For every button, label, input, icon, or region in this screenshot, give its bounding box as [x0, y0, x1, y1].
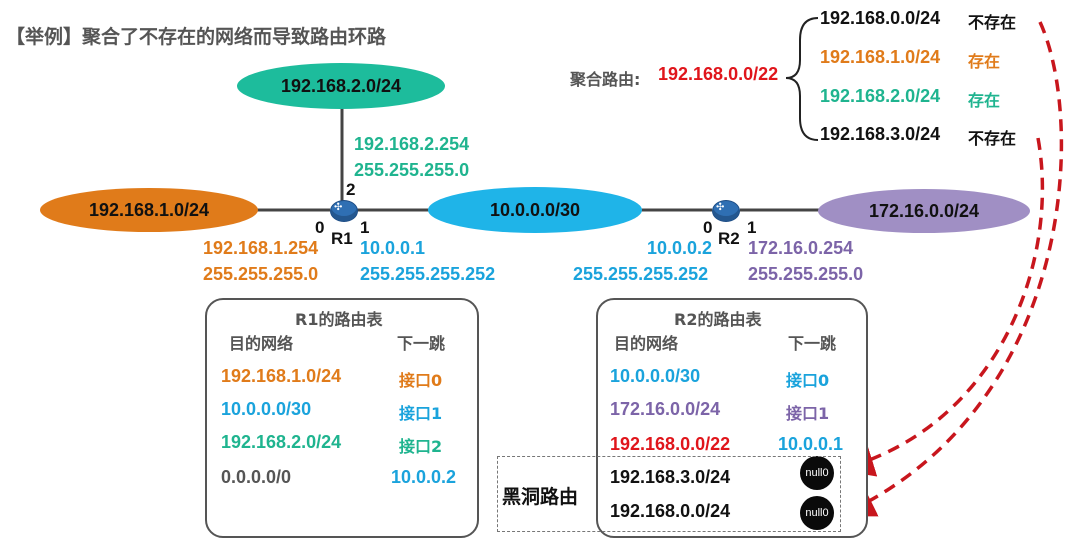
r1-routing-table: R1的路由表 目的网络 下一跳 192.168.1.0/24 接口0 10.0.… [205, 298, 479, 538]
aggregate-member-net: 192.168.1.0/24 [820, 47, 941, 67]
r1-if0-ip: 192.168.1.254 [203, 238, 319, 258]
r1-if2-mask: 255.255.255.0 [354, 160, 470, 180]
r1-col-dest: 目的网络 [229, 334, 294, 353]
aggregate-member-net: 192.168.3.0/24 [820, 124, 941, 144]
r2-if0-ip: 10.0.0.2 [647, 238, 713, 258]
aggregate-brace [785, 17, 819, 141]
router-r2-icon: ✣ [712, 200, 740, 222]
r1-row-dest: 10.0.0.0/30 [221, 399, 312, 419]
r1-table-title: R1的路由表 [295, 310, 383, 329]
r2-port0: 0 [703, 218, 713, 237]
aggregate-member-status: 不存在 [968, 13, 1017, 32]
r2-blackhole-dest: 192.168.3.0/24 [610, 467, 731, 487]
r1-row-next: 接口2 [399, 437, 443, 456]
r1-port1: 1 [360, 218, 370, 237]
blackhole-label: 黑洞路由 [502, 486, 579, 508]
aggregate-member-status: 存在 [968, 52, 1001, 71]
r2-col-dest: 目的网络 [614, 334, 679, 353]
network-right-label: 172.16.0.0/24 [868, 200, 980, 221]
network-top: 192.168.2.0/24 [237, 63, 445, 109]
r1-row-dest: 192.168.2.0/24 [221, 432, 342, 452]
r2-if1-ip: 172.16.0.254 [748, 238, 854, 258]
null0-badge: null0 [800, 456, 834, 490]
arrow-to-blackhole-2 [839, 21, 1064, 517]
aggregate-member-status: 存在 [968, 91, 1001, 110]
r2-row-next: 10.0.0.1 [778, 434, 844, 454]
r1-if1-mask: 255.255.255.252 [360, 264, 496, 284]
network-middle: 10.0.0.0/30 [428, 187, 642, 233]
r2-row-dest: 10.0.0.0/30 [610, 366, 701, 386]
r2-port1: 1 [747, 218, 757, 237]
r2-row-next: 接口1 [786, 404, 830, 423]
r1-col-next: 下一跳 [397, 334, 446, 353]
r2-row-dest: 172.16.0.0/24 [610, 399, 721, 419]
r2-if0-mask: 255.255.255.252 [573, 264, 709, 284]
r1-port0: 0 [315, 218, 325, 237]
aggregate-member-status: 不存在 [968, 129, 1017, 148]
aggregate-label: 聚合路由: [570, 70, 641, 89]
r1-row-dest: 192.168.1.0/24 [221, 366, 342, 386]
r2-col-next: 下一跳 [788, 334, 837, 353]
router-r1-icon: ✣ [330, 200, 358, 222]
r1-name: R1 [331, 229, 353, 248]
aggregate-member-net: 192.168.2.0/24 [820, 86, 941, 106]
r2-name: R2 [718, 229, 740, 248]
r2-row-next: 接口0 [786, 371, 830, 390]
r1-row-next: 接口0 [399, 371, 443, 390]
r2-blackhole-dest: 192.168.0.0/24 [610, 501, 731, 521]
network-middle-label: 10.0.0.0/30 [489, 199, 581, 220]
r2-table-title: R2的路由表 [674, 310, 762, 329]
r1-row-next: 10.0.0.2 [391, 467, 457, 487]
page-title: 【举例】聚合了不存在的网络而导致路由环路 [6, 26, 387, 48]
r1-if2-ip: 192.168.2.254 [354, 134, 470, 154]
r1-port2: 2 [346, 180, 356, 199]
r2-row-dest: 192.168.0.0/22 [610, 434, 731, 454]
r2-if1-mask: 255.255.255.0 [748, 264, 864, 284]
r1-if0-mask: 255.255.255.0 [203, 264, 319, 284]
blackhole-highlight [497, 456, 841, 532]
r1-row-next: 接口1 [399, 404, 443, 423]
network-top-label: 192.168.2.0/24 [280, 75, 402, 96]
arrow-to-blackhole-1 [838, 137, 1045, 477]
aggregate-route: 192.168.0.0/22 [658, 64, 779, 84]
network-left: 192.168.1.0/24 [40, 188, 258, 232]
aggregate-member-net: 192.168.0.0/24 [820, 8, 941, 28]
r1-row-dest: 0.0.0.0/0 [221, 467, 292, 487]
network-left-label: 192.168.1.0/24 [88, 199, 210, 220]
network-right: 172.16.0.0/24 [818, 189, 1030, 233]
r1-if1-ip: 10.0.0.1 [360, 238, 426, 258]
null0-badge: null0 [800, 496, 834, 530]
